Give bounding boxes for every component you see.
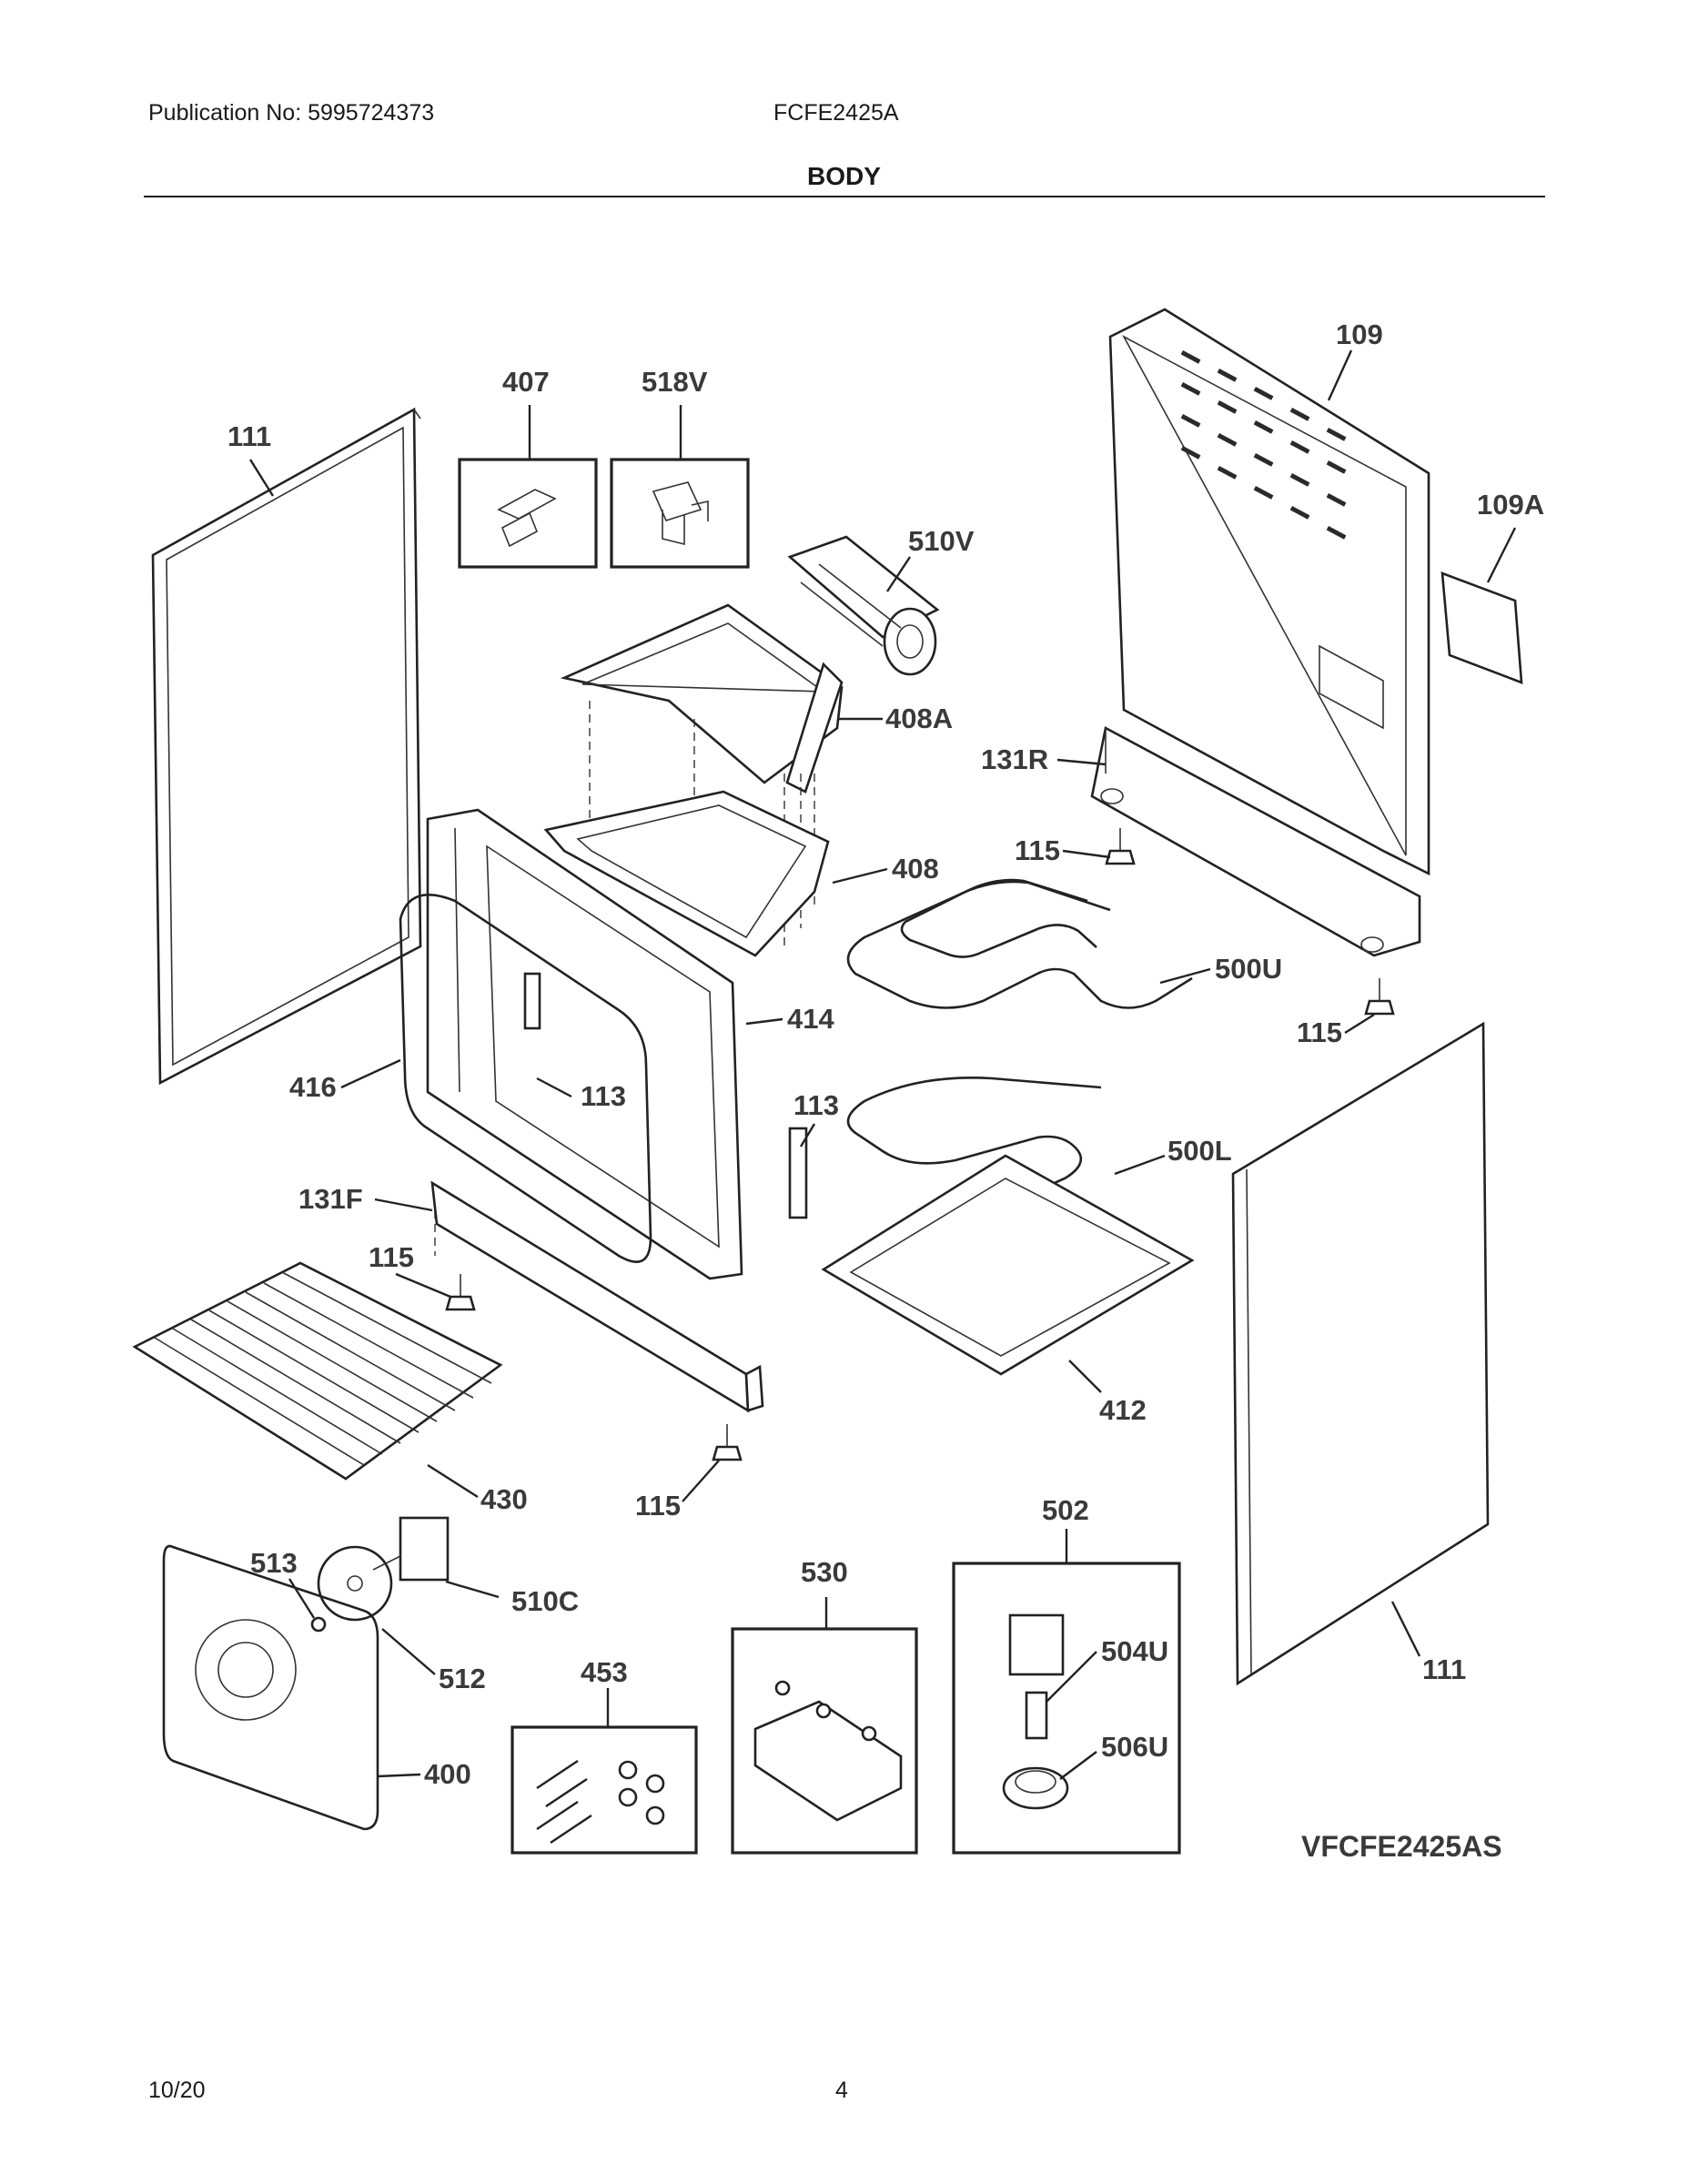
leveling-foot-115-a[interactable] xyxy=(1105,828,1136,865)
nut-513[interactable] xyxy=(310,1616,327,1633)
model-number: FCFE2425A xyxy=(773,100,899,126)
part-box-502[interactable] xyxy=(952,1562,1181,1855)
callout-518v: 518V xyxy=(642,366,708,398)
side-panel-right[interactable] xyxy=(1231,1021,1490,1686)
leveling-foot-115-b[interactable] xyxy=(1364,978,1395,1016)
hinge-113-a[interactable] xyxy=(523,972,541,1030)
callout-115-a: 115 xyxy=(1015,834,1060,866)
callout-131r: 131R xyxy=(981,743,1048,775)
callout-115-b: 115 xyxy=(1297,1016,1342,1048)
oven-rack-430[interactable] xyxy=(132,1261,503,1481)
callout-111-left: 111 xyxy=(227,420,271,452)
callout-400: 400 xyxy=(424,1758,471,1790)
callout-408: 408 xyxy=(892,853,939,885)
callout-500l: 500L xyxy=(1167,1135,1232,1167)
bake-element-500l[interactable] xyxy=(846,1076,1102,1226)
callout-113-b: 113 xyxy=(793,1089,839,1121)
rear-rail-131r[interactable] xyxy=(1090,726,1421,957)
callout-512: 512 xyxy=(439,1663,486,1694)
callout-453: 453 xyxy=(581,1656,628,1688)
callout-414: 414 xyxy=(787,1003,834,1035)
back-panel-109[interactable] xyxy=(1108,308,1430,876)
leveling-foot-115-d[interactable] xyxy=(712,1424,743,1461)
back-panel-vent-slots xyxy=(1180,349,1347,540)
leader-lines xyxy=(248,349,1517,1780)
duct-408a[interactable] xyxy=(560,603,844,794)
callout-115-c: 115 xyxy=(369,1241,414,1273)
callout-510v: 510V xyxy=(908,525,975,557)
callout-109: 109 xyxy=(1336,318,1383,350)
fan-cover-400[interactable] xyxy=(162,1544,379,1831)
callout-430: 430 xyxy=(480,1483,528,1515)
diagram-code: VFCFE2425AS xyxy=(1301,1830,1502,1863)
oven-cavity-frame-414[interactable] xyxy=(426,808,743,1280)
footer-date: 10/20 xyxy=(148,2078,206,2103)
callout-416: 416 xyxy=(289,1071,337,1103)
callout-530: 530 xyxy=(801,1556,848,1588)
blower-motor-510v[interactable] xyxy=(787,535,940,676)
broil-element-500u[interactable] xyxy=(846,878,1193,1009)
part-box-407[interactable] xyxy=(458,458,598,569)
door-gasket-416[interactable] xyxy=(399,894,652,1263)
section-title: BODY xyxy=(807,162,881,190)
callout-510c: 510C xyxy=(511,1585,579,1617)
callout-504u: 504U xyxy=(1101,1635,1168,1667)
publication-number: Publication No: 5995724373 xyxy=(148,100,435,126)
callout-111-right: 111 xyxy=(1422,1653,1466,1685)
front-rail-131f[interactable] xyxy=(430,1180,764,1413)
callout-506u: 506U xyxy=(1101,1731,1168,1763)
hinge-113-b[interactable] xyxy=(788,1127,808,1219)
convection-motor-510c[interactable] xyxy=(372,1516,450,1582)
callout-412: 412 xyxy=(1099,1394,1147,1426)
cover-plate-109a[interactable] xyxy=(1440,571,1523,684)
callout-513: 513 xyxy=(250,1547,298,1579)
callout-502: 502 xyxy=(1042,1494,1089,1526)
callout-407: 407 xyxy=(502,366,550,398)
callout-500u: 500U xyxy=(1215,953,1282,985)
callout-408a: 408A xyxy=(885,703,953,734)
leveling-foot-115-c[interactable] xyxy=(445,1274,476,1311)
header-rule xyxy=(144,196,1545,197)
part-box-453[interactable] xyxy=(510,1725,698,1855)
footer-page-number: 4 xyxy=(835,2078,848,2103)
callout-115-d: 115 xyxy=(635,1490,681,1522)
oven-bottom-412[interactable] xyxy=(821,1154,1195,1376)
side-panel-left[interactable] xyxy=(151,407,422,1086)
callout-113-a: 113 xyxy=(581,1080,626,1112)
callout-131f: 131F xyxy=(298,1183,363,1215)
part-box-518v[interactable] xyxy=(610,458,750,569)
fan-blade-512[interactable] xyxy=(317,1545,393,1622)
callout-labels: 111 407 518V 510V 109 109A 408A 131R 115… xyxy=(227,318,1544,1863)
duct-408[interactable] xyxy=(543,790,830,957)
part-box-530[interactable] xyxy=(731,1627,918,1855)
callout-109a: 109A xyxy=(1477,489,1544,521)
